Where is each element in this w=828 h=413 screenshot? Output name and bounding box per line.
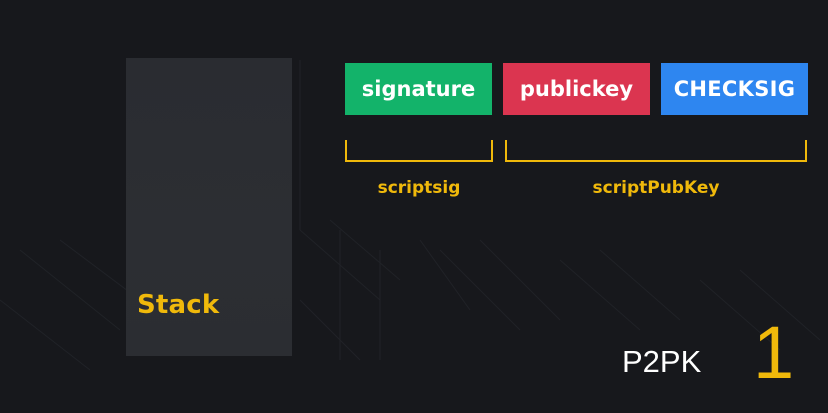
publickey-op-box: publickey — [503, 63, 650, 115]
step-number: 1 — [753, 311, 795, 394]
script-type-label: P2PK — [622, 344, 702, 379]
stack-column — [126, 58, 292, 356]
scriptsig-label: scriptsig — [377, 178, 461, 198]
scriptpubkey-label: scriptPubKey — [592, 178, 720, 198]
scriptsig-bracket — [345, 140, 493, 162]
stack-label: Stack — [137, 290, 220, 320]
scriptpubkey-bracket — [505, 140, 807, 162]
signature-op-box: signature — [345, 63, 492, 115]
checksig-op-box: CHECKSIG — [661, 63, 808, 115]
